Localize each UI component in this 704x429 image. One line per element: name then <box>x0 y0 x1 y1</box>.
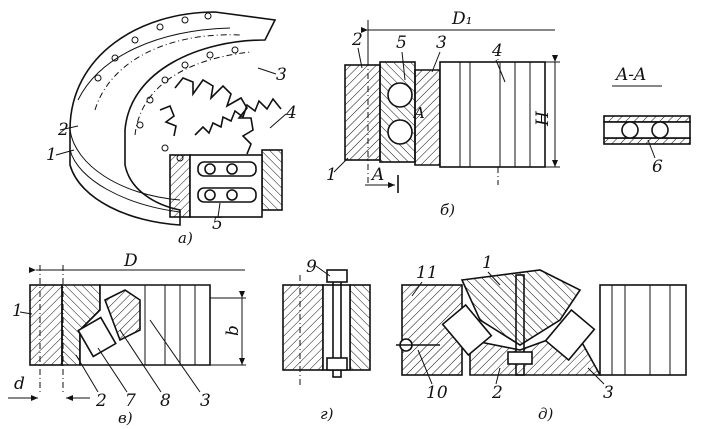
label-d-2: 2 <box>491 383 503 403</box>
label-v-7: 7 <box>125 391 136 411</box>
label-b-H: H <box>533 110 553 127</box>
label-v-3: 3 <box>200 391 211 411</box>
label-a-3: 3 <box>276 65 287 85</box>
label-d-3: 3 <box>603 383 614 403</box>
label-d-1: 1 <box>482 253 493 273</box>
label-v-b: b <box>223 325 243 336</box>
caption-d: д) <box>538 405 554 423</box>
label-b-3: 3 <box>436 33 447 53</box>
label-v-d: d <box>14 374 25 394</box>
label-d-10: 10 <box>426 383 448 403</box>
label-b-4: 4 <box>491 41 503 61</box>
view-section-A-A: A-A 6 <box>603 65 691 177</box>
label-b-1: 1 <box>326 165 337 185</box>
label-v-1: 1 <box>12 301 23 321</box>
caption-a: а) <box>178 229 193 247</box>
label-v-D: D <box>123 251 138 271</box>
label-b-A-arrow: A <box>370 165 384 185</box>
label-d-11: 11 <box>416 263 438 283</box>
label-a-5: 5 <box>212 214 223 234</box>
label-v-8: 8 <box>160 391 171 411</box>
caption-v: в) <box>118 409 133 427</box>
label-b-D1: D₁ <box>451 9 472 29</box>
label-g-9: 9 <box>306 257 317 277</box>
label-aa-6: 6 <box>652 157 663 177</box>
label-a-4: 4 <box>285 103 297 123</box>
label-a-2: 2 <box>57 120 69 140</box>
caption-b: б) <box>440 201 455 219</box>
view-d-crossed-roller: 11 1 10 2 3 д) <box>396 253 687 423</box>
caption-g: г) <box>320 405 334 423</box>
label-aa-title: A-A <box>614 65 646 85</box>
view-v-roller-section: D b 1 d 2 7 8 3 в) <box>8 251 246 427</box>
view-g-bolt-joint: 9 г) <box>282 257 371 423</box>
view-a-ring-perspective: 2 1 3 4 5 а) <box>46 11 297 247</box>
label-b-2: 2 <box>351 30 363 50</box>
label-b-5: 5 <box>396 33 407 53</box>
label-v-2: 2 <box>95 391 107 411</box>
label-b-A-mark: A <box>412 104 425 122</box>
view-b-cross-section: D₁ H 2 5 3 4 A 1 A <box>326 9 560 219</box>
label-a-1: 1 <box>46 145 57 165</box>
